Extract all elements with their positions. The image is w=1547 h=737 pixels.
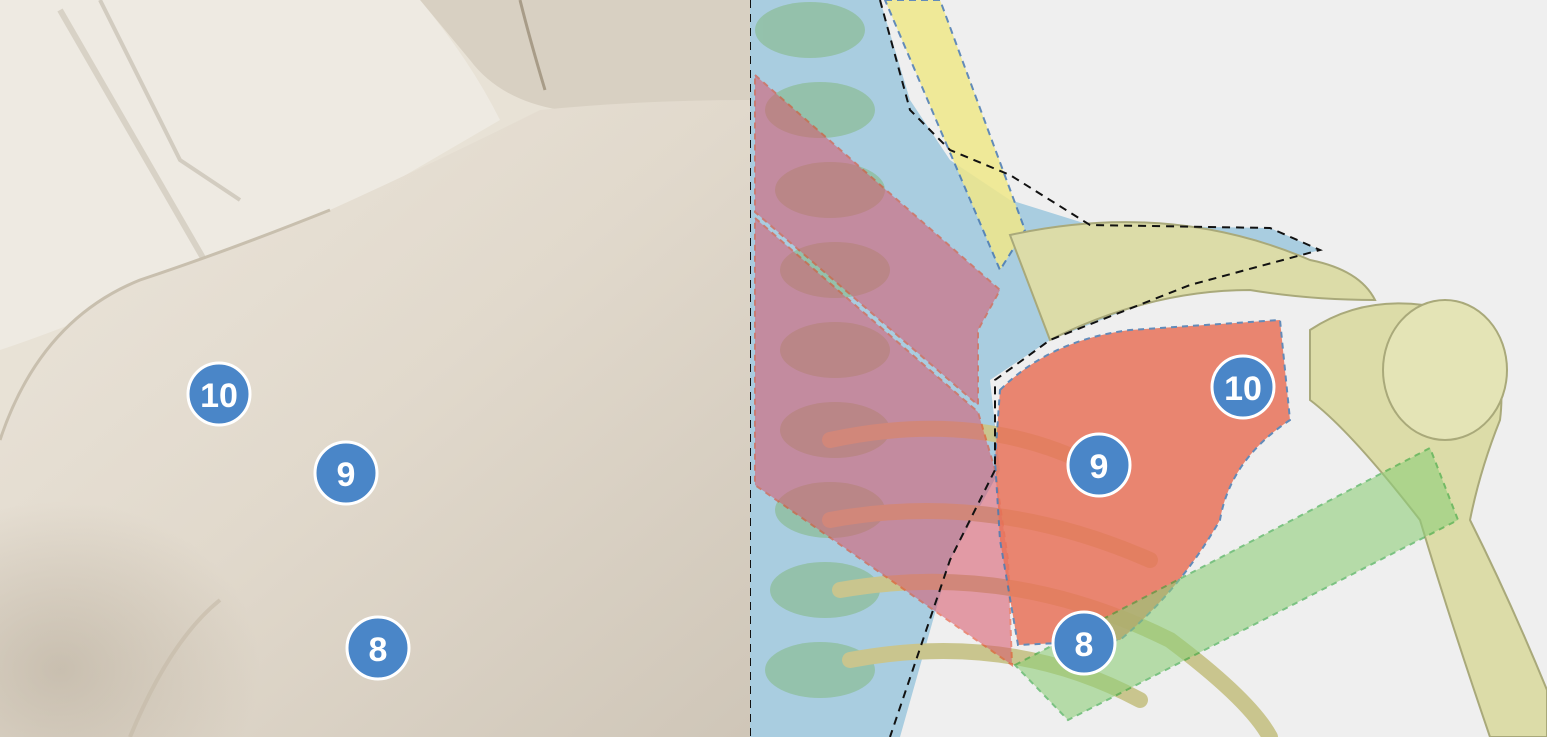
left-marker-10: 10 [188, 363, 250, 425]
marker-label: 9 [337, 456, 356, 494]
marker-label: 8 [369, 631, 388, 669]
marker-label: 9 [1090, 448, 1109, 486]
marker-label: 10 [1224, 370, 1262, 408]
back-photo-panel: 10 9 8 [0, 0, 750, 737]
marker-label: 10 [200, 377, 238, 415]
back-photo: 10 9 8 [0, 0, 750, 737]
left-marker-9: 9 [315, 442, 377, 504]
skeleton-illustration-panel: 10 9 8 [750, 0, 1547, 737]
humeral-head [1383, 300, 1507, 440]
left-marker-8: 8 [347, 617, 409, 679]
marker-label: 8 [1075, 626, 1094, 664]
right-marker-10: 10 [1212, 356, 1274, 418]
right-marker-9: 9 [1068, 434, 1130, 496]
skeleton-illustration: 10 9 8 [750, 0, 1547, 737]
right-marker-8: 8 [1053, 612, 1115, 674]
